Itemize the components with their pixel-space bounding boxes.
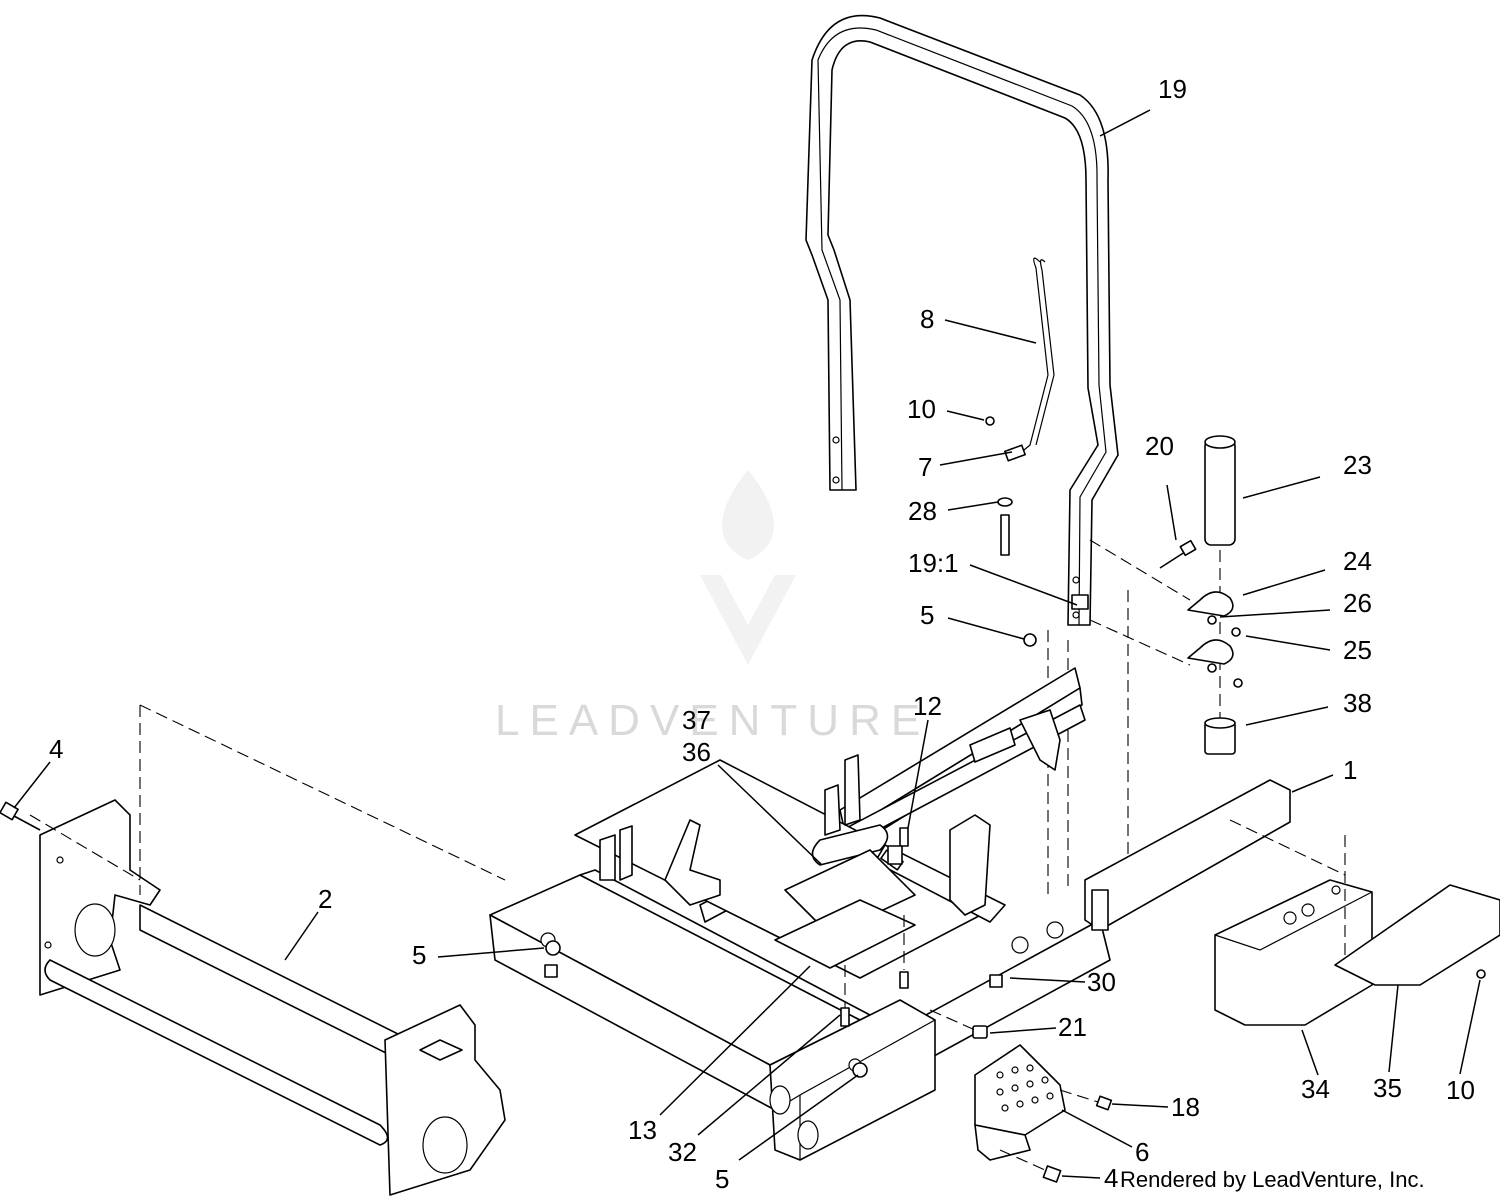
callout-23: 23 [1343, 450, 1372, 480]
leadventure-watermark-logo [700, 470, 796, 665]
tank-34 [1214, 879, 1373, 1026]
callout-10-upper: 10 [907, 394, 936, 424]
bolt-12 [887, 827, 909, 865]
watermark-text: LEADVENTURE [495, 696, 930, 745]
main-frame [489, 667, 1291, 1161]
callout-13: 13 [628, 1115, 657, 1145]
cover-35 [1229, 819, 1500, 986]
front-axle-assembly [29, 704, 506, 1196]
callout-30: 30 [1087, 967, 1116, 997]
assembly-lines-top [1047, 539, 1221, 905]
callout-5-upper: 5 [920, 600, 934, 630]
seat-plates [774, 849, 916, 1010]
leader-lines [13, 109, 1481, 1179]
credit-text: Rendered by LeadVenture, Inc. [1120, 1167, 1425, 1192]
callout-36: 36 [682, 737, 711, 767]
callout-21: 21 [1058, 1012, 1087, 1042]
bolt-4-upper [0, 801, 41, 831]
callout-24: 24 [1343, 546, 1372, 576]
step-plate-6 [974, 1044, 1066, 1161]
nut-5-lower [852, 1062, 868, 1078]
callout-labels: 19 8 10 7 28 19:1 5 20 23 24 26 25 38 1 … [49, 74, 1475, 1194]
grip-23 [1204, 435, 1236, 546]
callout-5-left: 5 [412, 940, 426, 970]
callout-25: 25 [1343, 635, 1372, 665]
callout-4-upper: 4 [49, 734, 63, 764]
nut-21 [929, 1009, 988, 1039]
bolt-20 [1159, 539, 1197, 569]
callout-37: 37 [682, 705, 711, 735]
callout-38: 38 [1343, 688, 1372, 718]
callout-4-lower: 4 [1104, 1163, 1118, 1193]
callout-34: 34 [1301, 1074, 1330, 1104]
nut-5-left [545, 940, 561, 956]
callout-19-1: 19:1 [908, 548, 959, 578]
step-plate-holes [996, 1064, 1054, 1112]
bolt-4-lower [999, 1149, 1062, 1183]
callout-20: 20 [1145, 431, 1174, 461]
callout-7: 7 [918, 452, 932, 482]
cup-38 [1204, 717, 1236, 755]
callout-12: 12 [913, 691, 942, 721]
nut-5-upper [1023, 633, 1037, 647]
callout-18: 18 [1171, 1092, 1200, 1122]
callout-2: 2 [318, 884, 332, 914]
control-rod [985, 257, 1055, 556]
callout-19: 19 [1158, 74, 1187, 104]
callout-26: 26 [1343, 588, 1372, 618]
bolt-32 [840, 971, 909, 1027]
clamp-24 [1187, 591, 1243, 688]
callout-5-lower: 5 [715, 1164, 729, 1194]
bolt-18 [1059, 1089, 1113, 1111]
roll-bar [805, 14, 1119, 626]
callout-32: 32 [668, 1137, 697, 1167]
callout-8: 8 [920, 304, 934, 334]
callout-10-lower: 10 [1446, 1075, 1475, 1105]
callout-35: 35 [1373, 1073, 1402, 1103]
screw-10-lower [1476, 969, 1486, 979]
callout-6: 6 [1135, 1137, 1149, 1167]
callout-28: 28 [908, 496, 937, 526]
callout-1: 1 [1343, 755, 1357, 785]
